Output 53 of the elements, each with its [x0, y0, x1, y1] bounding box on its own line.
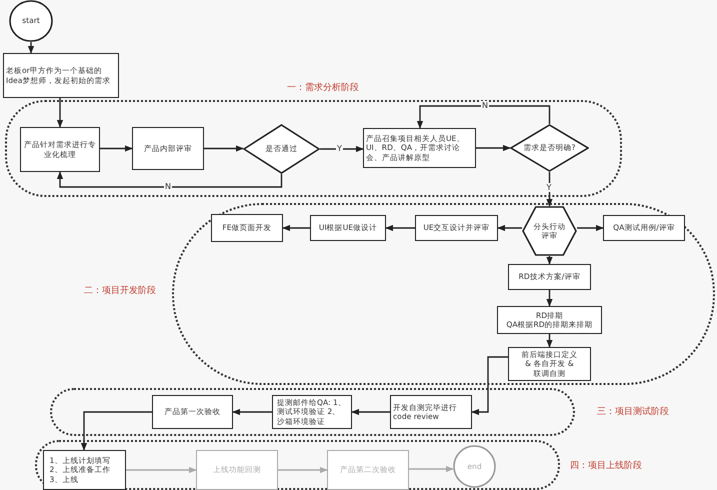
- stage-label: 四：项目上线阶段: [570, 462, 642, 472]
- decision-diamond: [243, 124, 320, 174]
- arrow: [282, 224, 310, 232]
- process-box: [20, 127, 100, 172]
- arrow: [476, 144, 511, 152]
- arrow: [126, 466, 197, 474]
- arrow: [100, 145, 133, 152]
- arrow: [385, 224, 415, 232]
- process-box: [327, 450, 409, 490]
- process-box: [43, 450, 126, 490]
- arrow: [80, 411, 152, 451]
- decision-diamond: [510, 124, 589, 172]
- arrow: [546, 172, 553, 207]
- arrow: [546, 256, 553, 265]
- stage-label: 三：项目测试阶段: [597, 408, 669, 418]
- edge-label: N: [481, 101, 489, 110]
- edge-label: Y: [546, 183, 552, 192]
- arrow: [320, 146, 364, 152]
- process-box: [415, 215, 498, 241]
- edge-label: Y: [336, 144, 343, 153]
- arrow: [232, 408, 272, 416]
- terminal-circle: [453, 445, 496, 488]
- arrow: [546, 334, 553, 348]
- arrow: [28, 42, 34, 54]
- process-box: [508, 347, 591, 381]
- process-box: [196, 450, 278, 490]
- process-box: [310, 215, 386, 241]
- arrow: [204, 145, 244, 152]
- process-box: [211, 214, 283, 242]
- process-box: [390, 395, 472, 429]
- process-box: [272, 395, 352, 429]
- arrow: [416, 105, 550, 129]
- arrow: [351, 408, 390, 416]
- arrow: [471, 356, 508, 416]
- arrow: [546, 290, 553, 307]
- process-hexagon: [522, 206, 577, 256]
- edge-label: N: [164, 182, 172, 191]
- stage-label: 一：需求分析阶段: [287, 84, 359, 94]
- stage-label: 二：项目开发阶段: [84, 287, 156, 296]
- arrow: [577, 224, 604, 232]
- arrow: [56, 98, 64, 128]
- process-box: [3, 53, 119, 98]
- process-box: [363, 128, 476, 168]
- process-box: [508, 264, 591, 290]
- process-box: [603, 215, 685, 241]
- arrow: [409, 466, 454, 472]
- arrow: [278, 466, 328, 474]
- arrow: [497, 224, 522, 232]
- process-box: [132, 127, 204, 170]
- terminal-circle: [9, 0, 53, 42]
- arrow: [56, 171, 282, 188]
- process-box: [497, 306, 602, 334]
- process-box: [152, 395, 233, 429]
